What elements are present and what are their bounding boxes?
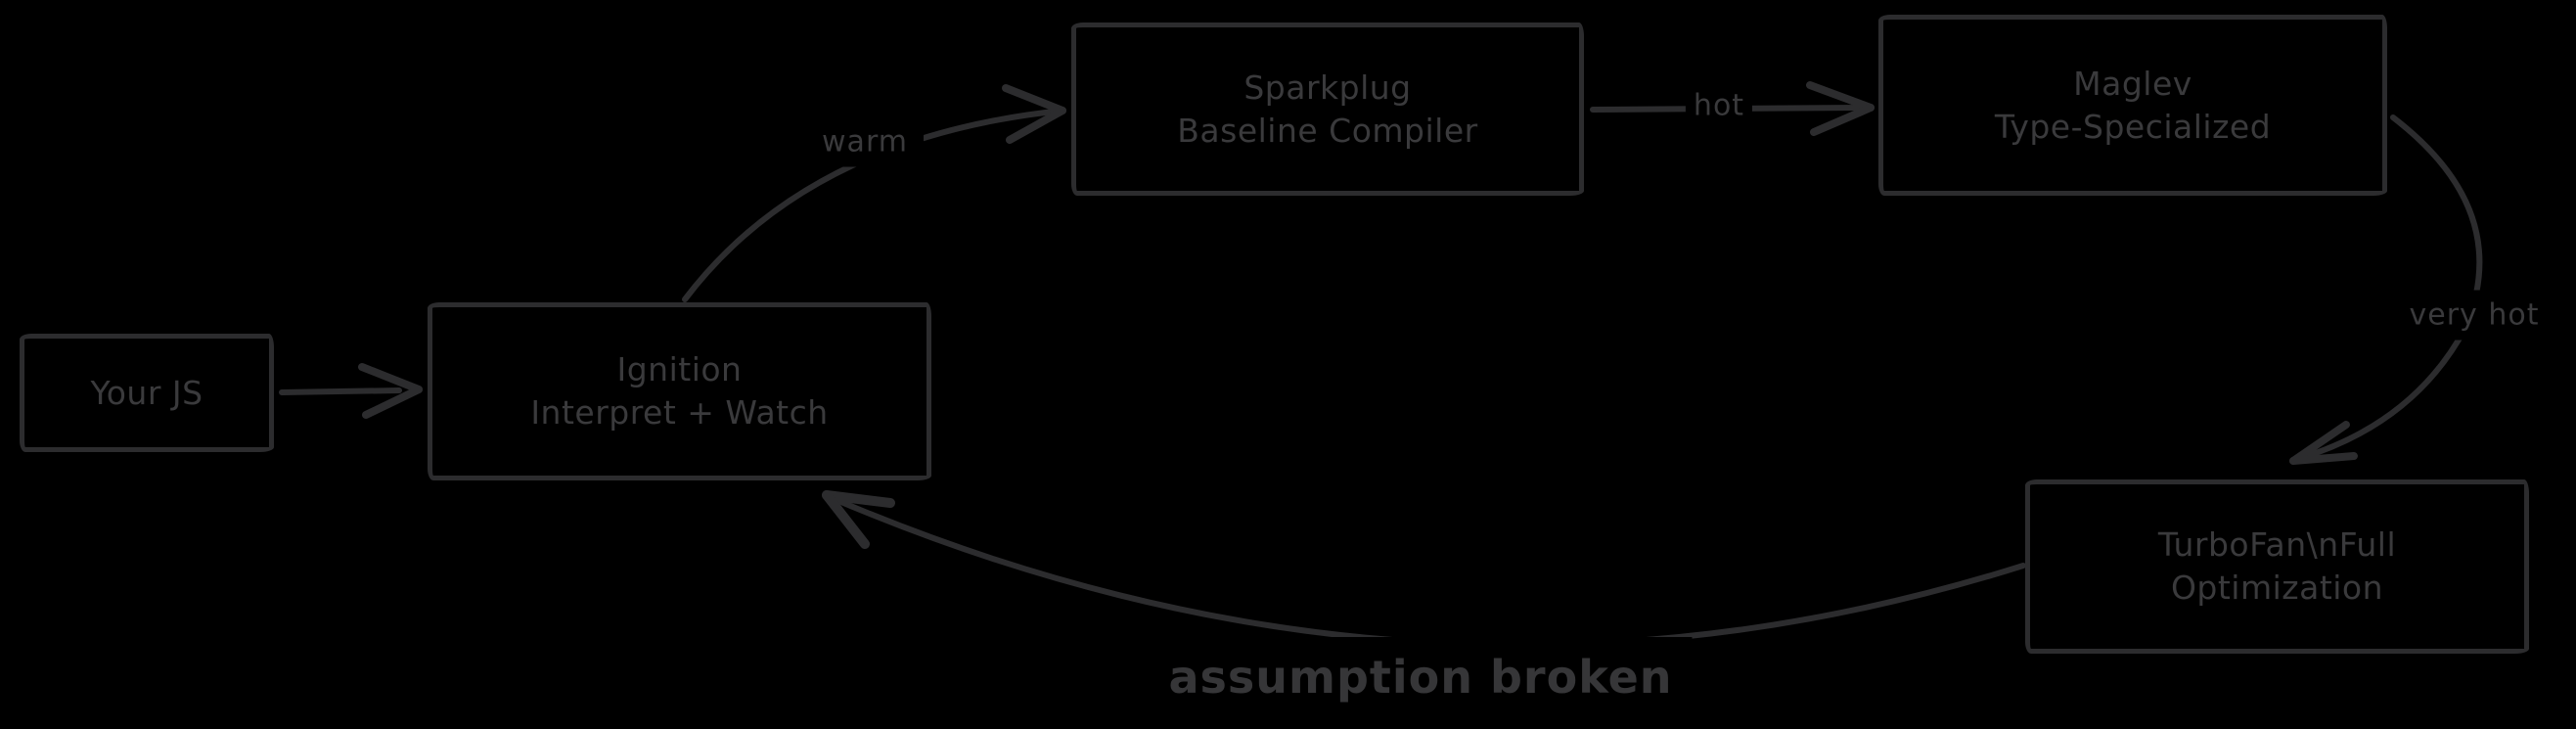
node-sparkplug-label: Sparkplug Baseline Compiler <box>1177 68 1478 150</box>
node-maglev-label: Maglev Type-Specialized <box>1994 64 2272 146</box>
edge-turbofan-to-ignition <box>822 490 2026 649</box>
edge-label-very-hot: very hot <box>2393 290 2555 341</box>
node-ignition-label: Ignition Interpret + Watch <box>530 350 829 432</box>
node-turbofan: TurboFan\nFull Optimization <box>2025 479 2529 654</box>
node-your-js-label: Your JS <box>90 373 203 412</box>
node-maglev: Maglev Type-Specialized <box>1878 15 2387 196</box>
edge-label-assumption-broken: assumption broken <box>1149 637 1693 717</box>
edge-ignition-to-sparkplug <box>682 84 1066 302</box>
edge-js-to-ignition <box>279 363 423 419</box>
edge-label-hot: hot <box>1685 80 1753 131</box>
node-ignition: Ignition Interpret + Watch <box>428 302 931 480</box>
node-your-js: Your JS <box>20 334 274 452</box>
node-sparkplug: Sparkplug Baseline Compiler <box>1071 23 1584 196</box>
node-turbofan-label: TurboFan\nFull Optimization <box>2157 525 2397 607</box>
edge-label-warm: warm <box>806 116 924 167</box>
